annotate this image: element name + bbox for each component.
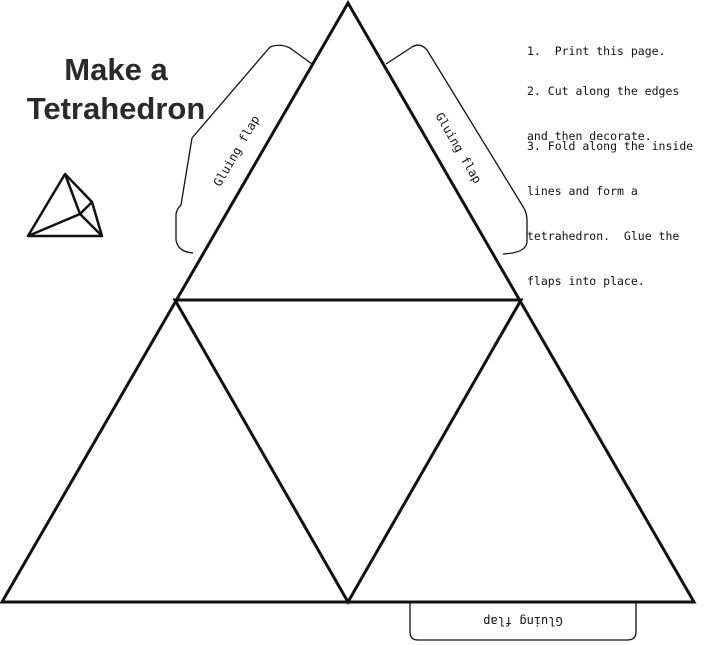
flap-left: Gluing flap: [175, 44, 313, 254]
flap-right-label: Gluing flap: [433, 110, 485, 186]
instruction-line: 1. Print this page.: [527, 44, 666, 58]
instruction-line: 3. Fold along the inside: [527, 139, 694, 153]
instruction-line: flaps into place.: [527, 274, 645, 288]
instruction-line: and then decorate.: [527, 129, 652, 143]
instruction-line: 2. Cut along the edges: [527, 84, 680, 98]
instruction-step-3: 3. Fold along the inside lines and form …: [527, 109, 727, 319]
flap-left-label: Gluing flap: [211, 113, 263, 189]
instruction-step-1: 1. Print this page.: [527, 14, 727, 89]
flap-bottom: Gluing flap: [409, 603, 637, 641]
instruction-line: lines and form a: [527, 184, 638, 198]
flap-right: Gluing flap: [385, 44, 528, 255]
tetrahedron-icon: [26, 172, 104, 238]
flap-bottom-label: Gluing flap: [483, 614, 562, 628]
instruction-line: tetrahedron. Glue the: [527, 229, 680, 243]
title-line-2: Tetrahedron: [26, 91, 206, 126]
outer-triangle: [0, 0, 697, 604]
title-line-1: Make a: [64, 52, 168, 87]
inner-fold-triangle: [172, 298, 524, 606]
instruction-step-2: 2. Cut along the edges and then decorate…: [527, 54, 727, 174]
